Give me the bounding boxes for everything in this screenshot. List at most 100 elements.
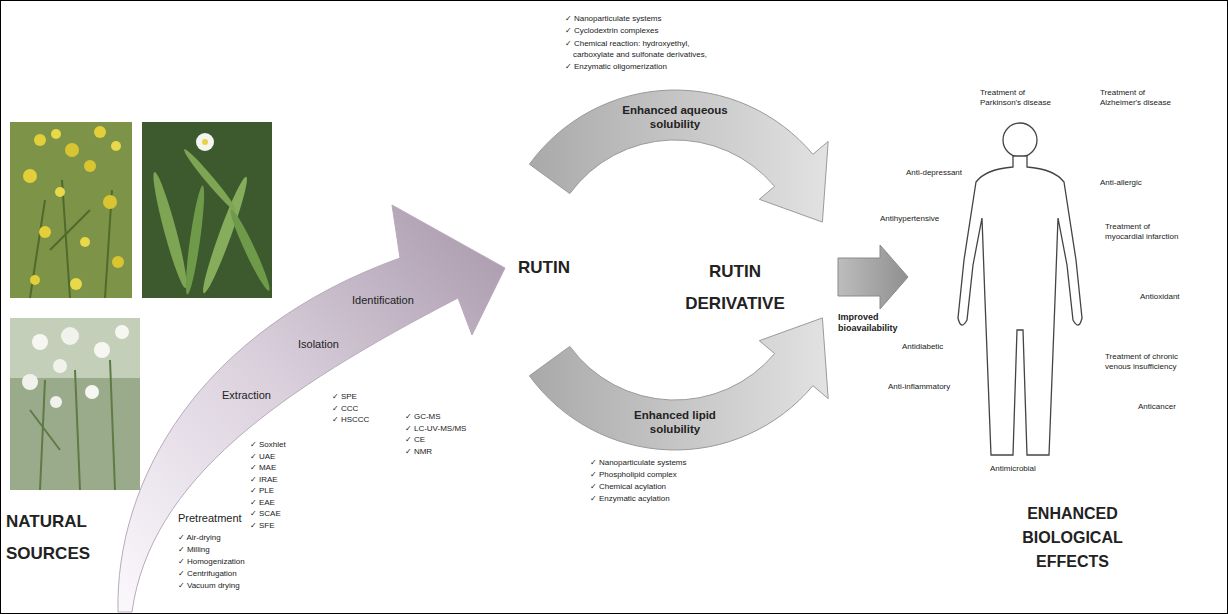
curved-arrow	[529, 318, 828, 450]
label-slot: ✓ Enzymatic oligomerization	[565, 62, 667, 72]
method-item: ✓ Cyclodextrin complexes	[565, 26, 658, 36]
photo-white-flower-leaves	[142, 122, 274, 298]
flower	[32, 334, 48, 350]
label-slot: ✓ MAE	[250, 463, 276, 473]
method-item: ✓ HSCCC	[332, 415, 369, 425]
method-item: ✓ Vacuum drying	[178, 581, 240, 591]
flower	[22, 374, 38, 390]
label-slot: RUTIN	[518, 258, 570, 278]
effect-label: Treatment of Alzheimer's disease	[1100, 88, 1180, 108]
method-item: ✓ Enzymatic oligomerization	[565, 62, 667, 72]
method-item: ✓ IRAE	[250, 475, 278, 485]
arrow-label: Improved bioavailability	[838, 312, 913, 334]
label-slot: ✓ Phospholipid complex	[590, 470, 677, 480]
effect-label: Antidiabetic	[902, 342, 943, 352]
stage-label: Pretreatment	[178, 512, 242, 525]
flower	[53, 359, 67, 373]
label-slot: ✓ PLE	[250, 486, 274, 496]
effects-title: ENHANCED BIOLOGICAL EFFECTS	[1010, 502, 1135, 574]
block-arrow	[838, 245, 908, 309]
method-item: ✓ Milling	[178, 545, 210, 555]
flower	[70, 278, 82, 290]
method-item: ✓ Nanoparticulate systems	[590, 458, 687, 468]
plant-stem	[30, 360, 115, 490]
photo-ground	[10, 318, 140, 490]
label-slot: ✓ Nanoparticulate systems	[565, 14, 662, 24]
label-slot: ✓ CE	[405, 435, 425, 445]
stage-label: Isolation	[298, 338, 339, 351]
effect-label: Antioxidant	[1140, 292, 1180, 302]
method-item: ✓ Nanoparticulate systems	[565, 14, 662, 24]
figure-body	[958, 156, 1082, 455]
photo-ground	[142, 122, 272, 298]
flower	[84, 160, 96, 172]
label-slot: ✓ Air-drying	[178, 533, 221, 543]
effect-label: Treatment of myocardial infarction	[1105, 222, 1185, 242]
label-slot: Antioxidant	[1140, 292, 1180, 302]
label-slot: Treatment of Parkinson's disease	[980, 88, 1060, 108]
label-slot: Enhanced lipid solubility	[615, 408, 735, 436]
label-slot: ✓ CCC	[332, 404, 358, 414]
label-slot: NATURAL SOURCES	[6, 506, 106, 570]
label-slot: ✓ IRAE	[250, 475, 278, 485]
label-slot: Improved bioavailability	[838, 312, 913, 334]
plant-stem	[30, 180, 112, 298]
label-slot: ✓ NMR	[405, 447, 432, 457]
label-slot: ✓ SFE	[250, 521, 274, 531]
effect-label: Antimicrobial	[990, 464, 1036, 474]
method-item: ✓ SPE	[332, 392, 357, 402]
label-slot: ✓ Cyclodextrin complexes	[565, 26, 658, 36]
leaf	[226, 207, 273, 293]
curved-arrow	[529, 90, 828, 222]
label-slot: ✓ Nanoparticulate systems	[590, 458, 687, 468]
label-slot: ✓ UAE	[250, 452, 275, 462]
label-slot: Anticancer	[1138, 402, 1176, 412]
flower	[80, 237, 90, 247]
flower	[30, 275, 40, 285]
label-slot: Pretreatment	[178, 512, 242, 525]
flower	[55, 187, 65, 197]
method-item: ✓ SFE	[250, 521, 274, 531]
method-item: ✓ MAE	[250, 463, 276, 473]
method-item: ✓ SCAE	[250, 509, 281, 519]
label-slot: Antihypertensive	[880, 214, 939, 224]
stage-label: Identification	[352, 294, 414, 307]
label-slot: Enhanced aqueous solubility	[610, 103, 740, 131]
human-figure	[958, 123, 1082, 455]
effect-label: Treatment of Parkinson's disease	[980, 88, 1060, 108]
label-slot: Antimicrobial	[990, 464, 1036, 474]
label-slot: ✓ Milling	[178, 545, 210, 555]
label-slot: ✓ Homogenization	[178, 557, 245, 567]
arrow-label: Enhanced lipid solubility	[615, 408, 735, 436]
flower	[39, 226, 51, 238]
label-slot: ✓ EAE	[250, 498, 275, 508]
method-item: ✓ CE	[405, 435, 425, 445]
method-item: ✓ Chemical reaction: hydroxyethyl, carbo…	[565, 38, 715, 60]
leaf	[181, 147, 239, 213]
flower	[65, 143, 79, 157]
flower	[61, 327, 79, 345]
photo-ground	[10, 122, 132, 298]
flower	[94, 126, 106, 138]
method-item: ✓ PLE	[250, 486, 274, 496]
method-item: ✓ GC-MS	[405, 412, 441, 422]
label-slot: ✓ GC-MS	[405, 412, 441, 422]
flower	[115, 325, 129, 339]
photo-yellow-flowers	[10, 122, 132, 298]
leaf	[182, 185, 207, 295]
label-slot: ✓ Chemical reaction: hydroxyethyl, carbo…	[565, 38, 715, 60]
source-title: NATURAL SOURCES	[6, 506, 106, 570]
label-slot: RUTIN DERIVATIVE	[677, 256, 793, 320]
leaf	[149, 170, 192, 289]
effect-label: Anti-depressant	[906, 168, 962, 178]
method-item: ✓ Homogenization	[178, 557, 245, 567]
effect-label: Antihypertensive	[880, 214, 939, 224]
label-slot: ✓ LC-UV-MS/MS	[405, 424, 466, 434]
figure-head	[1003, 123, 1037, 157]
label-slot: Antidiabetic	[902, 342, 943, 352]
flower	[85, 385, 99, 399]
method-item: ✓ CCC	[332, 404, 358, 414]
label-slot: ✓ Chemical acylation	[590, 482, 666, 492]
effect-label: Anti-allergic	[1100, 178, 1142, 188]
method-item: ✓ NMR	[405, 447, 432, 457]
